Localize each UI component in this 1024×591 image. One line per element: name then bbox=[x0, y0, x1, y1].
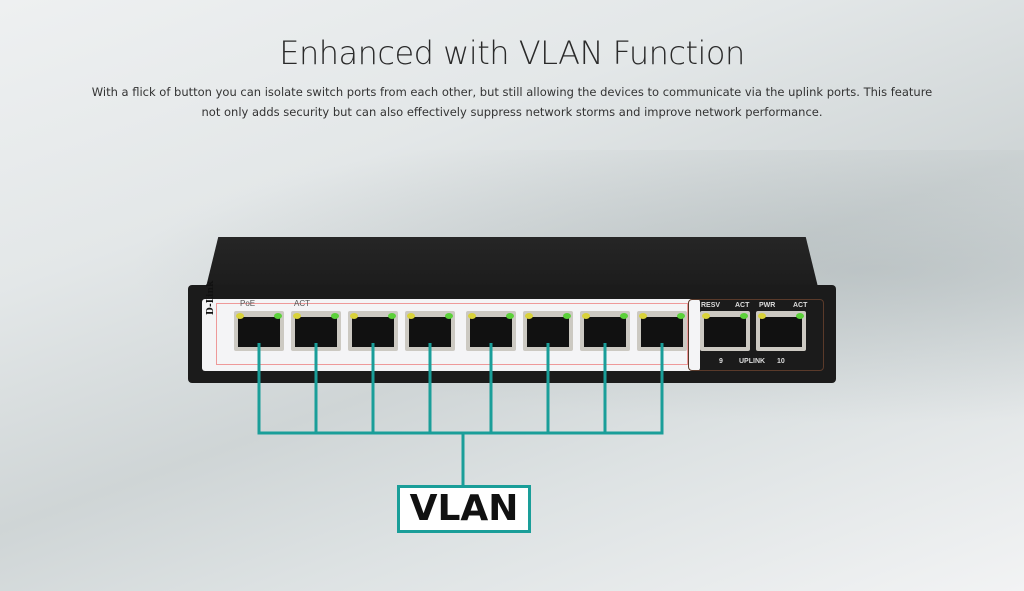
port-9-label: 9 bbox=[719, 358, 723, 365]
port-10-label: 10 bbox=[777, 358, 785, 365]
ethernet-port-1 bbox=[234, 311, 284, 351]
poe-label: PoE bbox=[240, 299, 256, 308]
page-title: Enhanced with VLAN Function bbox=[279, 34, 745, 72]
switch-top bbox=[206, 237, 818, 287]
uplink-label: UPLINK bbox=[739, 358, 766, 365]
uplink-port-9 bbox=[700, 311, 750, 351]
network-switch-image: PoE ACT D-Link RESV ACT PWR ACT 9 UPLINK… bbox=[188, 237, 836, 383]
uplink-panel: RESV ACT PWR ACT 9 UPLINK 10 bbox=[688, 299, 824, 371]
pwr-label: PWR bbox=[759, 302, 776, 309]
feature-description: With a flick of button you can isolate s… bbox=[91, 85, 933, 119]
act-label: ACT bbox=[294, 299, 310, 308]
uplink-act-label-1: ACT bbox=[735, 302, 750, 309]
vlan-label-box: VLAN bbox=[397, 485, 531, 533]
ethernet-port-7 bbox=[580, 311, 630, 351]
ethernet-port-3 bbox=[348, 311, 398, 351]
resv-label: RESV bbox=[701, 302, 721, 309]
uplink-port-10 bbox=[756, 311, 806, 351]
ethernet-port-5 bbox=[466, 311, 516, 351]
uplink-act-label-2: ACT bbox=[793, 302, 808, 309]
